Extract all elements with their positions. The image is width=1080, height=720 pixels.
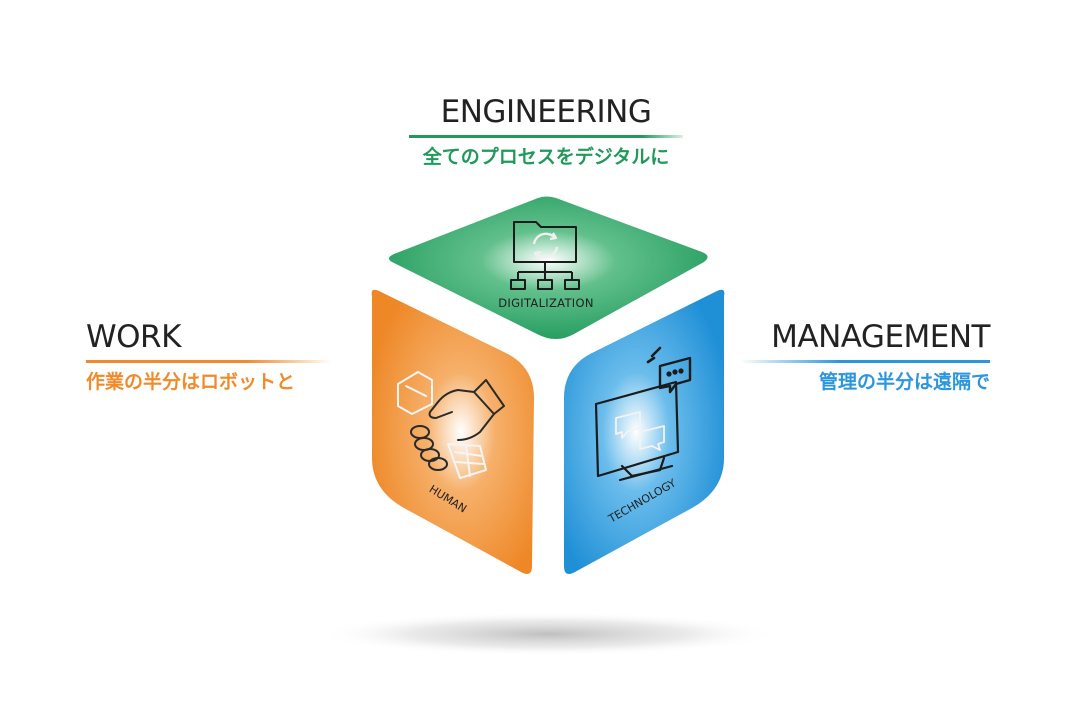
monitor-chat-icon (594, 346, 692, 482)
cube-face-right (564, 289, 725, 574)
engineering-rule (409, 135, 683, 138)
management-title: MANAGEMENT (771, 319, 990, 355)
folder-network-sync-icon (510, 221, 580, 290)
engineering-title: ENGINEERING (440, 94, 652, 130)
management-label: MANAGEMENT 管理の半分は遠隔で (740, 319, 991, 393)
cube-face-top (388, 196, 708, 339)
work-rule (86, 360, 332, 363)
engineering-subtitle: 全てのプロセスをデジタルに (422, 146, 670, 168)
engineering-label: ENGINEERING 全てのプロセスをデジタルに (406, 97, 686, 167)
handshake-robot-icon (397, 371, 505, 479)
work-title: WORK (86, 319, 181, 355)
cube-face-left (371, 289, 534, 574)
management-rule (740, 360, 990, 363)
management-subtitle: 管理の半分は遠隔で (818, 371, 990, 393)
cube-shadow (318, 612, 778, 656)
face-label-digitalization: DIGITALIZATION (498, 296, 593, 310)
work-subtitle: 作業の半分はロボットと (86, 371, 296, 393)
work-label: WORK 作業の半分はロボットと (86, 322, 336, 392)
